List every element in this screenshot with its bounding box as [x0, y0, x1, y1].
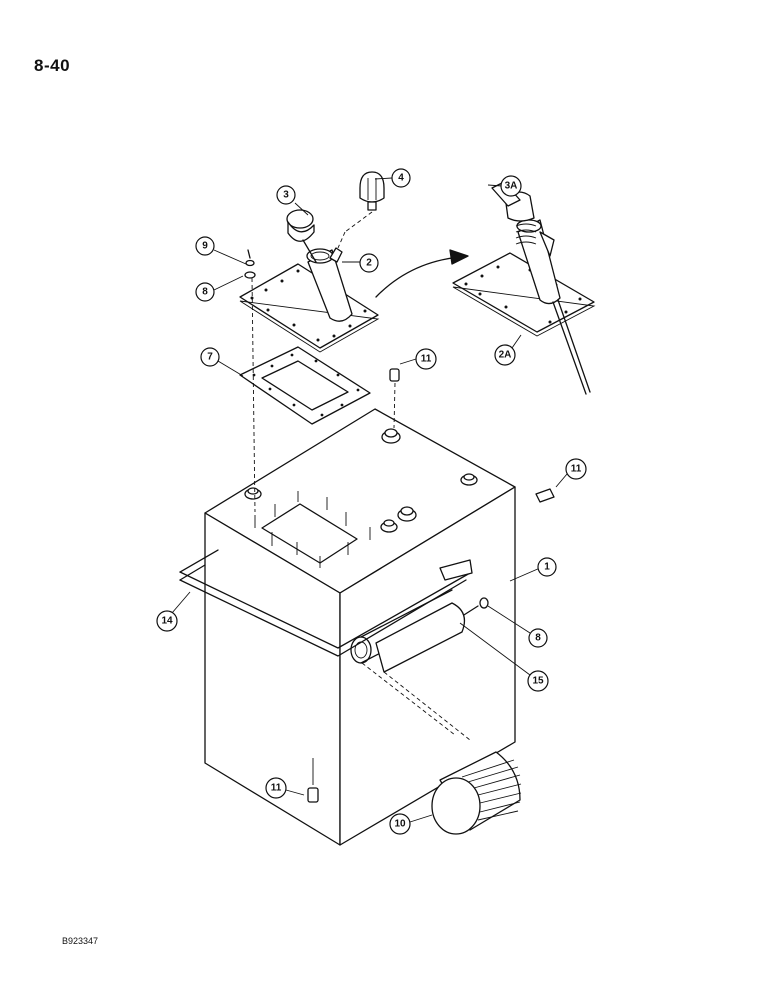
callout-10: 10 — [389, 813, 411, 835]
drain-plug — [307, 787, 319, 803]
cover-screw — [244, 249, 256, 513]
callout-2a: 2A — [494, 344, 516, 366]
svg-text:7: 7 — [207, 352, 213, 363]
svg-text:11: 11 — [571, 464, 582, 475]
callout-9: 9 — [195, 236, 215, 256]
svg-text:1: 1 — [544, 562, 550, 573]
figure-code: B923347 — [62, 936, 99, 946]
side-plug — [535, 488, 555, 503]
callout-2: 2 — [359, 253, 379, 273]
svg-text:11: 11 — [421, 354, 432, 365]
callout-8-cover: 8 — [195, 282, 215, 302]
callout-8-strap: 8 — [528, 628, 548, 648]
dipstick-cap — [286, 209, 317, 263]
svg-text:2: 2 — [366, 258, 372, 269]
callout-11-bottom: 11 — [265, 777, 287, 799]
tank-strap — [179, 549, 473, 657]
page-number: 8-40 — [34, 56, 71, 75]
svg-text:4: 4 — [398, 173, 404, 184]
svg-text:11: 11 — [271, 783, 282, 794]
callout-15: 15 — [527, 670, 549, 692]
hydraulic-reservoir-tank — [204, 408, 516, 846]
svg-text:8: 8 — [202, 287, 208, 298]
cover-gasket — [239, 346, 371, 425]
svg-text:10: 10 — [394, 819, 406, 830]
callout-14: 14 — [156, 610, 178, 632]
suction-strainer — [361, 602, 522, 835]
callout-3: 3 — [276, 185, 296, 205]
callout-3a: 3A — [500, 175, 522, 197]
breather — [337, 171, 385, 249]
svg-text:9: 9 — [202, 241, 208, 252]
callout-4: 4 — [391, 168, 411, 188]
callout-1: 1 — [537, 557, 557, 577]
leader-lines — [171, 177, 568, 823]
top-plug — [389, 368, 400, 429]
svg-text:15: 15 — [532, 676, 544, 687]
svg-text:14: 14 — [161, 616, 173, 627]
callout-7: 7 — [200, 347, 220, 367]
callout-11-top: 11 — [415, 348, 437, 370]
svg-text:3: 3 — [283, 190, 289, 201]
svg-text:2A: 2A — [499, 350, 512, 361]
svg-text:8: 8 — [535, 633, 541, 644]
cover-plate — [239, 247, 380, 353]
svg-text:3A: 3A — [505, 181, 518, 192]
alternate-cover-assembly — [375, 181, 596, 395]
callout-11-side: 11 — [565, 458, 587, 480]
